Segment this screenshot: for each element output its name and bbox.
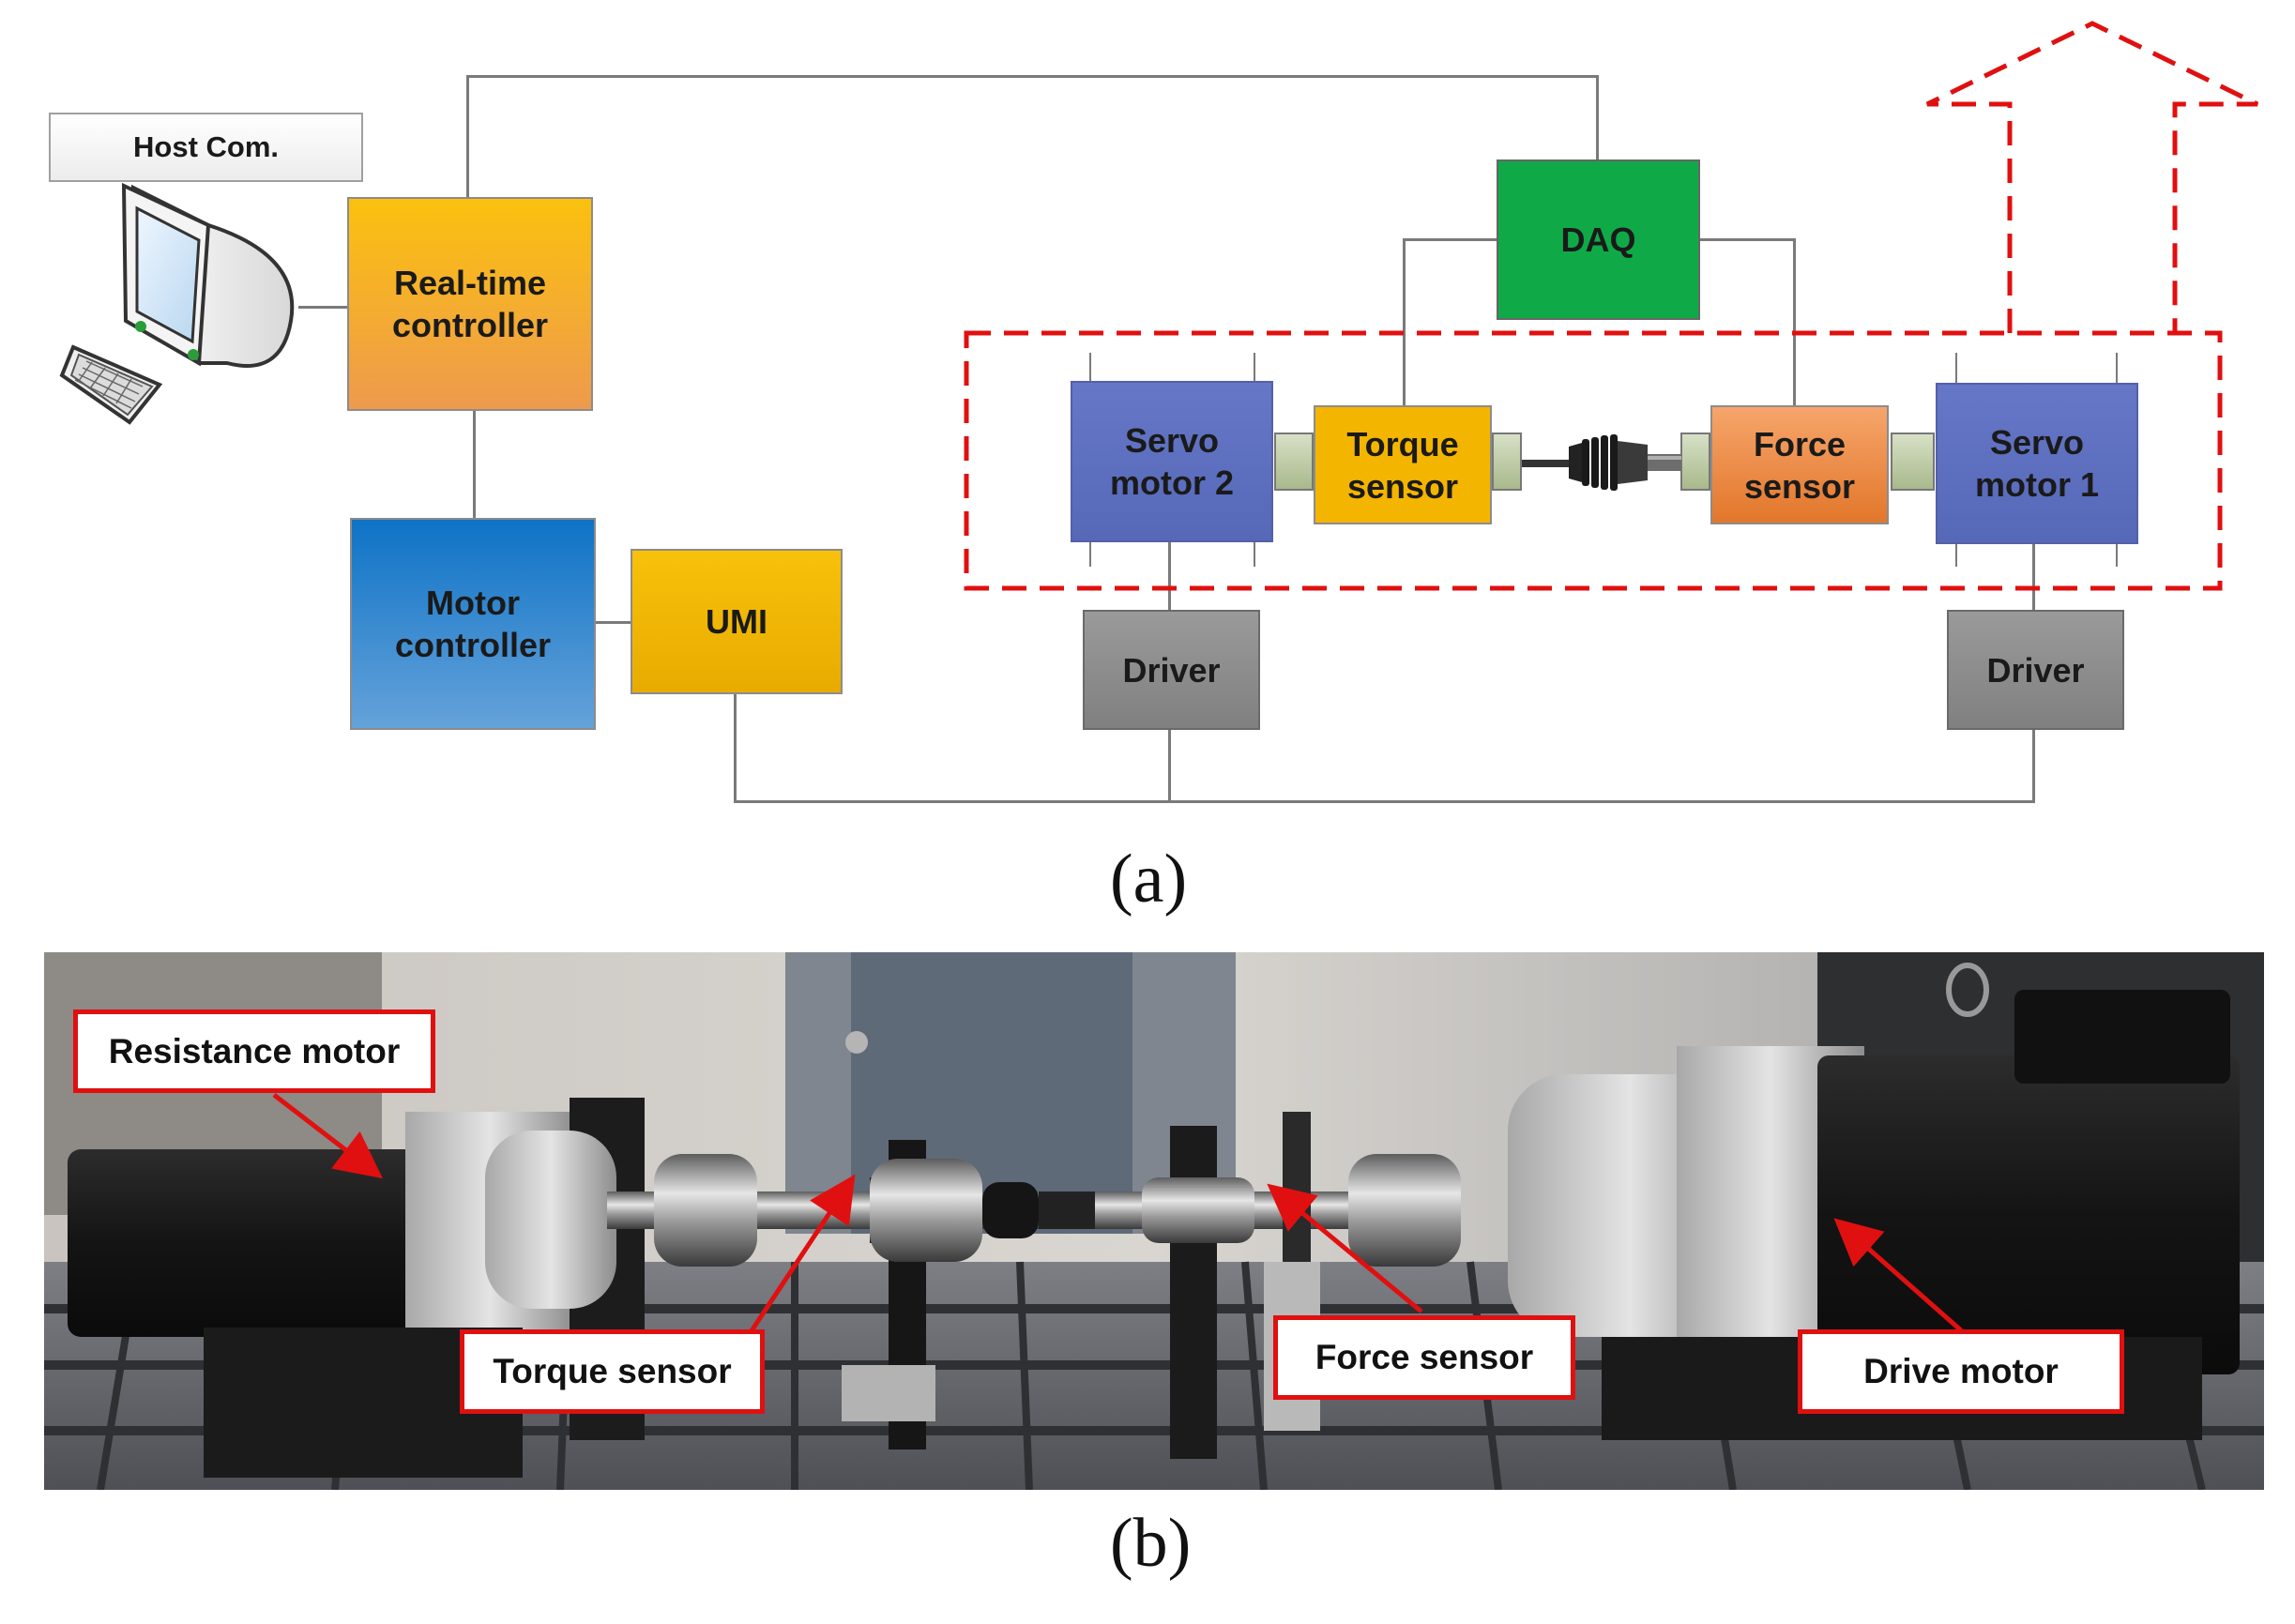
line-servo1-driver [2032,544,2035,612]
callout-force-sensor: Force sensor [1273,1315,1575,1400]
arrow-drive-motor [1833,1218,1963,1332]
torque-sensor-block: Torque sensor [1314,405,1492,524]
driver-left-block: Driver [1083,610,1260,730]
realtime-controller-block: Real-time controller [347,197,593,411]
line-top [466,75,1598,78]
daq-block: DAQ [1497,159,1700,320]
servo-motor-2-block: Servo motor 2 [1071,381,1273,542]
servo-motor-1-block: Servo motor 1 [1936,383,2138,544]
dashed-region [964,21,2259,591]
coupler-torque-shaft [1492,433,1522,491]
line-servo2-driver [1168,542,1171,610]
line-umi-down [734,694,737,803]
line-daq-left-h [1403,238,1497,241]
callout-drive-motor: Drive motor [1798,1329,2124,1414]
computer-icon [59,182,295,425]
line-bottom [734,800,2035,803]
caption-a: (a) [1110,841,1188,918]
umi-block: UMI [631,549,843,694]
coupler-shaft-force [1680,433,1710,491]
line-host-rt [298,306,347,309]
line-rt-top-up [466,77,469,197]
motor-controller-block: Motor controller [350,518,596,730]
line-mc-umi [594,621,631,624]
block-diagram: Host Com. Real-time controller Motor con… [49,21,2259,918]
line-rt-mc [473,409,476,518]
line-daq-right-h [1698,238,1796,241]
coupler-servo2-torque [1274,433,1314,491]
line-driver-right-down [2032,730,2035,801]
force-sensor-block: Force sensor [1710,405,1889,524]
line-driver-left-down [1168,730,1171,801]
callout-torque-sensor: Torque sensor [460,1329,765,1414]
callout-resistance-motor: Resistance motor [73,1009,435,1093]
arrow-resistance-motor [272,1093,383,1179]
driver-right-block: Driver [1947,610,2124,730]
line-daq-left-v [1403,238,1406,407]
caption-b: (b) [1110,1505,1192,1582]
arrow-torque-sensor [748,1174,856,1334]
line-daq-right-v [1793,238,1796,407]
drive-shaft-icon [1522,434,1681,491]
host-com-label: Host Com. [49,113,363,182]
coupler-force-servo1 [1891,433,1935,491]
arrow-force-sensor [1267,1183,1423,1313]
line-top-down-daq [1596,75,1599,161]
